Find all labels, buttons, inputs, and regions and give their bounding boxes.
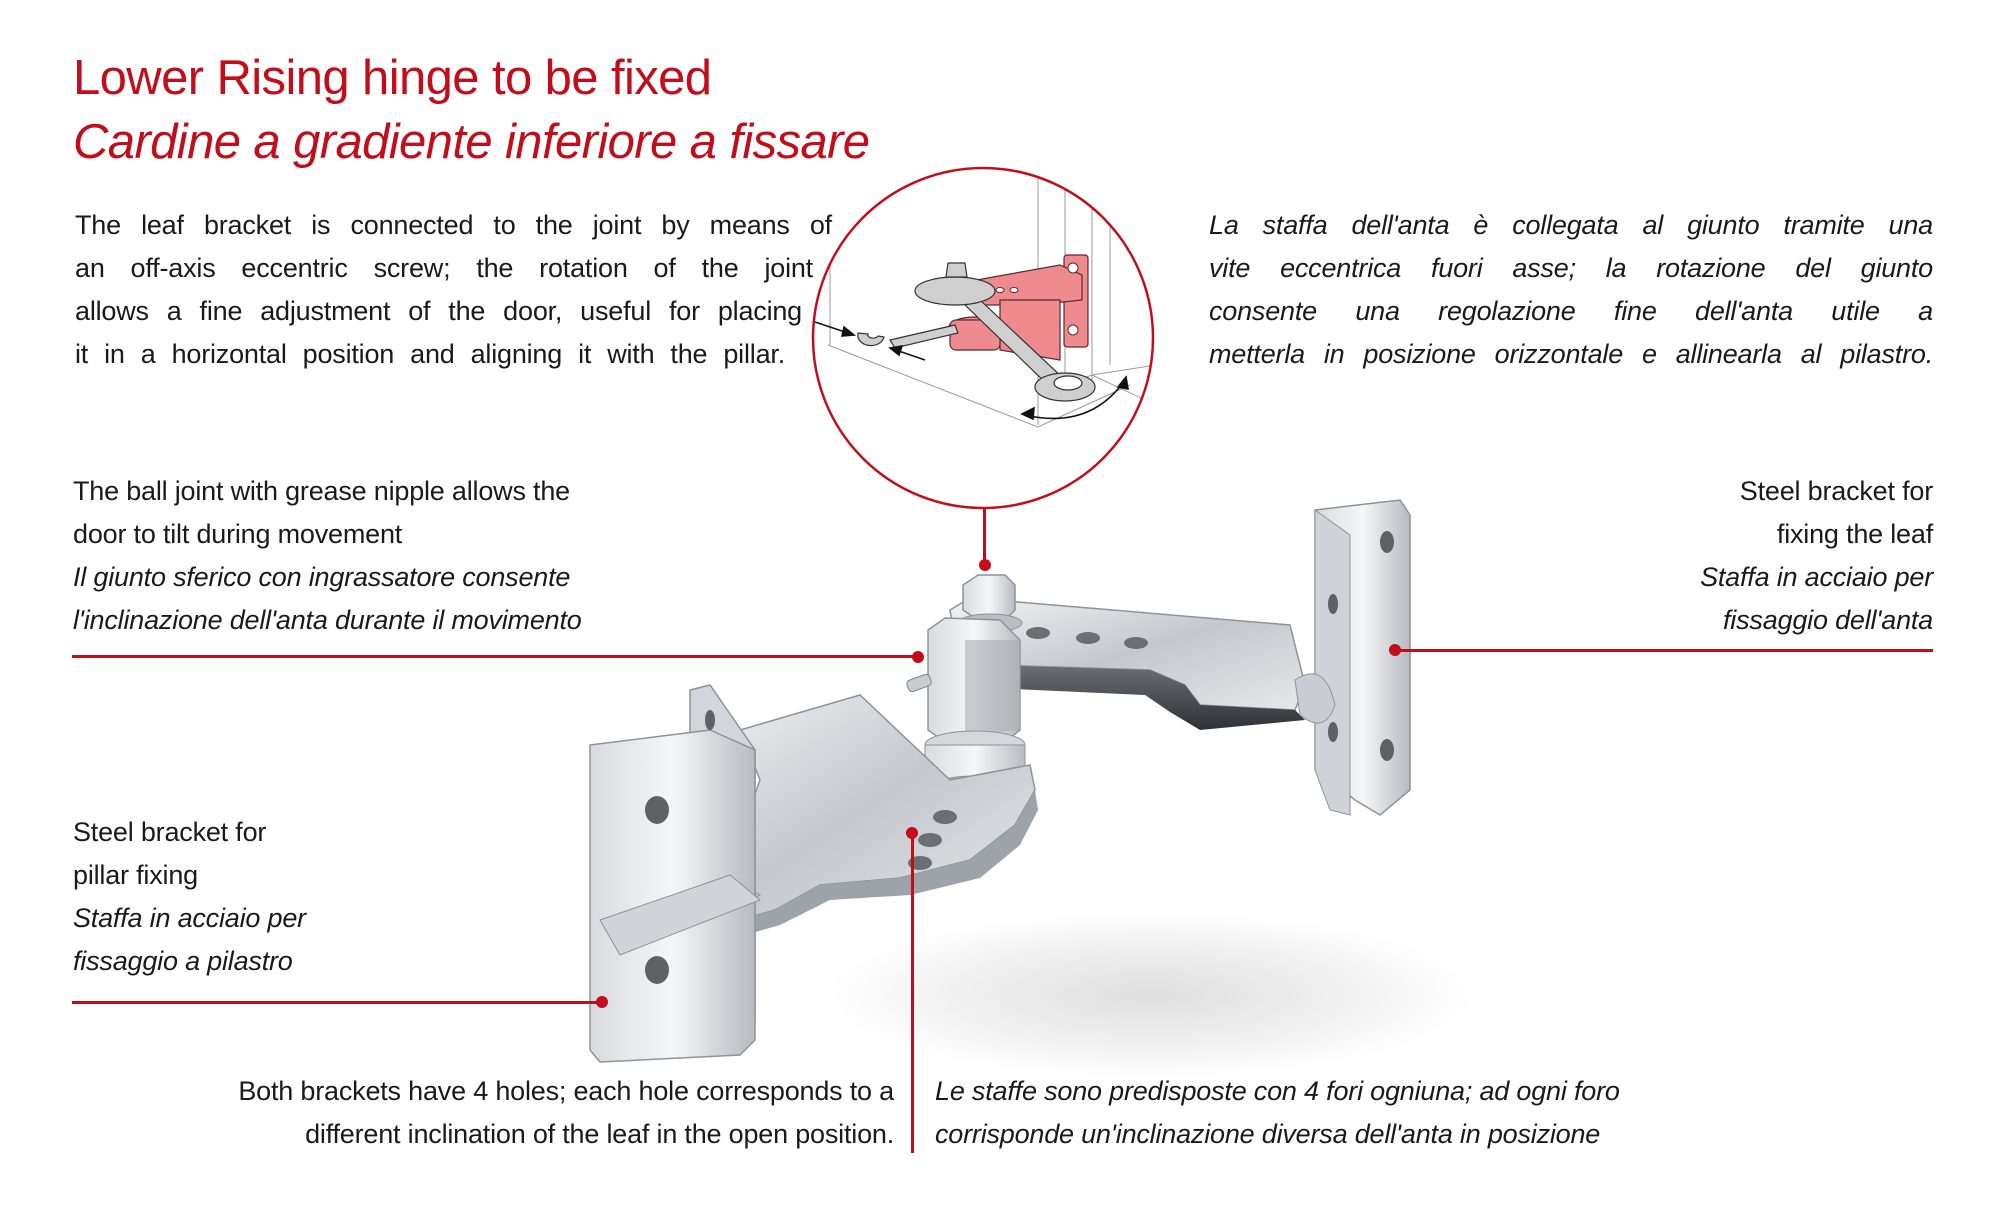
page-title-en: Lower Rising hinge to be fixed (73, 51, 712, 105)
leader-dot-leaf-bracket (1389, 644, 1401, 656)
callout-leaf-bracket-en: Steel bracket for (1739, 476, 1933, 506)
callout-ball-joint: The ball joint with grease nipple allows… (73, 470, 773, 642)
wrench-adjustment-icon (811, 166, 1155, 510)
callout-holes-en-line: Both brackets have 4 holes; each hole co… (238, 1076, 894, 1106)
product-image (560, 480, 1480, 1100)
intro-text-en: The leaf bracket is connected to the joi… (75, 204, 832, 376)
callout-leaf-bracket: Steel bracket for fixing the leaf Staffa… (1433, 470, 1933, 642)
intro-en-line: allows a fine adjustment of the door, us… (75, 296, 802, 326)
callout-pillar-bracket-it: fissaggio a pilastro (73, 946, 293, 976)
leader-line-detail (983, 508, 986, 565)
hinge-photo-icon (589, 499, 1411, 1063)
callout-pillar-bracket-it: Staffa in acciaio per (73, 903, 306, 933)
callout-holes-it-line: corrisponde un'inclinazione diversa dell… (935, 1119, 1601, 1149)
leader-dot-pillar-bracket (596, 996, 608, 1008)
callout-holes-it: Le staffe sono predisposte con 4 fori og… (935, 1070, 1735, 1156)
callout-pillar-bracket-en: pillar fixing (73, 860, 198, 890)
page-title-it: Cardine a gradiente inferiore a fissare (73, 115, 870, 169)
intro-en-line: it in a horizontal position and aligning… (75, 339, 785, 369)
intro-it-line: consente una regolazione fine dell'anta … (1209, 296, 1933, 326)
intro-en-line: The leaf bracket is connected to the joi… (75, 210, 832, 240)
callout-holes-it-line: Le staffe sono predisposte con 4 fori og… (935, 1076, 1620, 1106)
intro-text-it: La staffa dell'anta è collegata al giunt… (1209, 204, 1933, 376)
leader-dot-holes (906, 827, 918, 839)
callout-leaf-bracket-it: fissaggio dell'anta (1723, 605, 1933, 635)
callout-ball-joint-it: l'inclinazione dell'anta durante il movi… (73, 605, 582, 635)
intro-it-line: La staffa dell'anta è collegata al giunt… (1209, 210, 1933, 240)
callout-holes-en: Both brackets have 4 holes; each hole co… (170, 1070, 894, 1156)
callout-pillar-bracket-en: Steel bracket for (73, 817, 267, 847)
leader-line-leaf-bracket (1395, 649, 1933, 652)
callout-holes-en-line: different inclination of the leaf in the… (305, 1119, 894, 1149)
intro-it-line: vite eccentrica fuori asse; la rotazione… (1209, 253, 1933, 283)
detail-illustration (810, 165, 1156, 511)
leader-dot-detail (979, 559, 991, 571)
intro-it-line: metterla in posizione orizzontale e alli… (1209, 339, 1933, 369)
callout-leaf-bracket-en: fixing the leaf (1776, 519, 1933, 549)
leader-dot-ball-joint (912, 651, 924, 663)
callout-ball-joint-it: Il giunto sferico con ingrassatore conse… (73, 562, 571, 592)
leader-line-holes (911, 833, 914, 1153)
callout-ball-joint-en: The ball joint with grease nipple allows… (73, 476, 570, 506)
callout-ball-joint-en: door to tilt during movement (73, 519, 403, 549)
leader-line-pillar-bracket (72, 1001, 602, 1004)
leader-line-ball-joint (72, 655, 918, 658)
callout-leaf-bracket-it: Staffa in acciaio per (1700, 562, 1933, 592)
intro-en-line: an off-axis eccentric screw; the rotatio… (75, 253, 813, 283)
callout-pillar-bracket: Steel bracket for pillar fixing Staffa i… (73, 811, 573, 983)
